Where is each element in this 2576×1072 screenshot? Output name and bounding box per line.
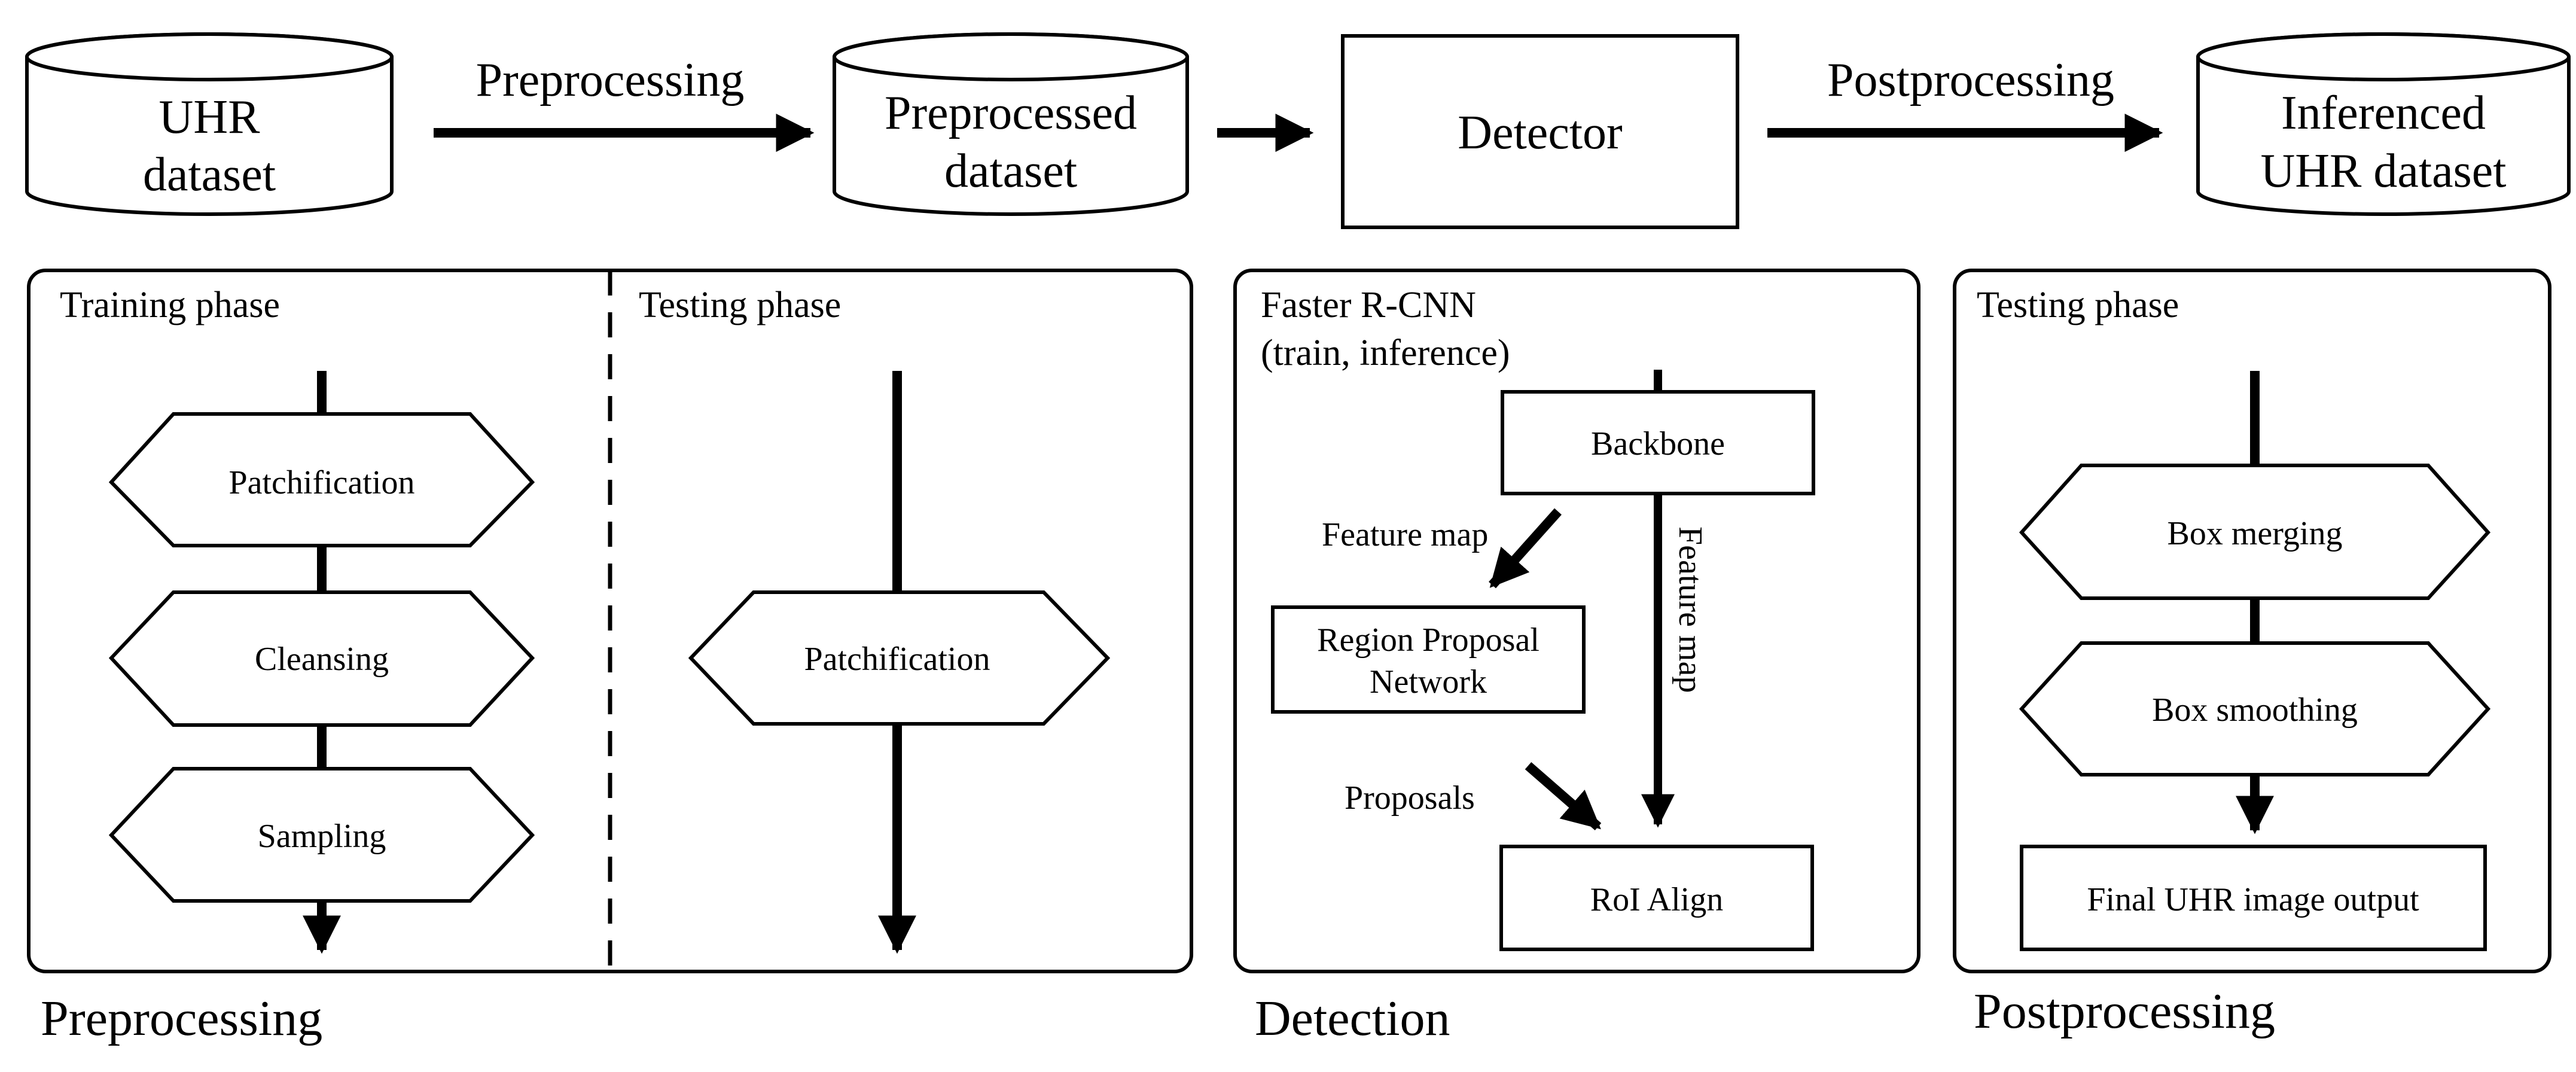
testing-phase-title: Testing phase (639, 285, 841, 325)
backbone-label: Backbone (1591, 425, 1725, 462)
rpn-label-line1: Region Proposal (1317, 622, 1539, 659)
hex-patchification-training: Patchification (108, 412, 535, 547)
hex-label: Patchification (228, 464, 414, 501)
hex-label: Cleansing (255, 641, 389, 678)
final-output-box: Final UHR image output (2020, 845, 2487, 951)
backbone-box: Backbone (1501, 390, 1815, 495)
hex-label: Box smoothing (2152, 692, 2358, 729)
hex-label: Patchification (804, 641, 990, 678)
hex-box-merging: Box merging (2019, 464, 2491, 600)
feature-map-arrow-left (1489, 508, 1562, 589)
proposals-label: Proposals (1345, 779, 1475, 817)
hex-patchification-testing: Patchification (688, 590, 1111, 726)
postprocessing-arrow-label: Postprocessing (1827, 54, 2114, 106)
detection-caption: Detection (1255, 991, 1450, 1046)
preprocessed-dataset-label-line2: dataset (944, 145, 1077, 197)
inferenced-dataset-cylinder: Inferenced UHR dataset (2196, 32, 2571, 216)
preprocessing-panel: Training phase Testing phase Patchificat… (27, 269, 1193, 973)
hex-label: Sampling (258, 818, 386, 855)
preprocessing-arrow-label: Preprocessing (476, 54, 745, 106)
uhr-dataset-label-line2: dataset (143, 148, 276, 201)
inferenced-dataset-label-line2: UHR dataset (2260, 145, 2506, 197)
hex-box-smoothing: Box smoothing (2019, 641, 2491, 776)
rpn-box: Region Proposal Network (1271, 605, 1586, 714)
hex-cleansing: Cleansing (108, 590, 535, 727)
hex-label: Box merging (2168, 515, 2343, 552)
uhr-dataset-cylinder: UHR dataset (25, 32, 394, 216)
postprocessing-panel: Testing phase Box merging Box smoothing … (1953, 269, 2551, 973)
faster-rcnn-title: Faster R-CNN (1261, 285, 1476, 325)
roi-align-box: RoI Align (1499, 845, 1814, 951)
final-output-label: Final UHR image output (2087, 881, 2419, 918)
faster-rcnn-subtitle: (train, inference) (1261, 333, 1510, 373)
feature-map-label-left: Feature map (1322, 516, 1488, 553)
postprocessing-caption: Postprocessing (1974, 983, 2275, 1039)
detection-panel: Faster R-CNN (train, inference) Backbone… (1233, 269, 1920, 973)
roi-align-label: RoI Align (1590, 881, 1723, 918)
preprocessing-caption: Preprocessing (41, 991, 322, 1046)
inferenced-dataset-label-line1: Inferenced (2281, 87, 2486, 139)
preprocessed-dataset-cylinder: Preprocessed dataset (833, 32, 1189, 216)
uhr-dataset-label-line1: UHR (159, 91, 261, 144)
postprocessing-testing-title: Testing phase (1977, 285, 2179, 325)
feature-map-label-right: Feature map (1672, 526, 1709, 693)
proposals-arrow (1525, 762, 1602, 831)
training-phase-title: Training phase (60, 285, 280, 325)
detector-label: Detector (1458, 106, 1622, 159)
rpn-label-line2: Network (1370, 663, 1487, 701)
preprocessed-dataset-label-line1: Preprocessed (885, 87, 1137, 139)
hex-sampling: Sampling (108, 767, 535, 903)
detector-box: Detector (1341, 34, 1739, 229)
